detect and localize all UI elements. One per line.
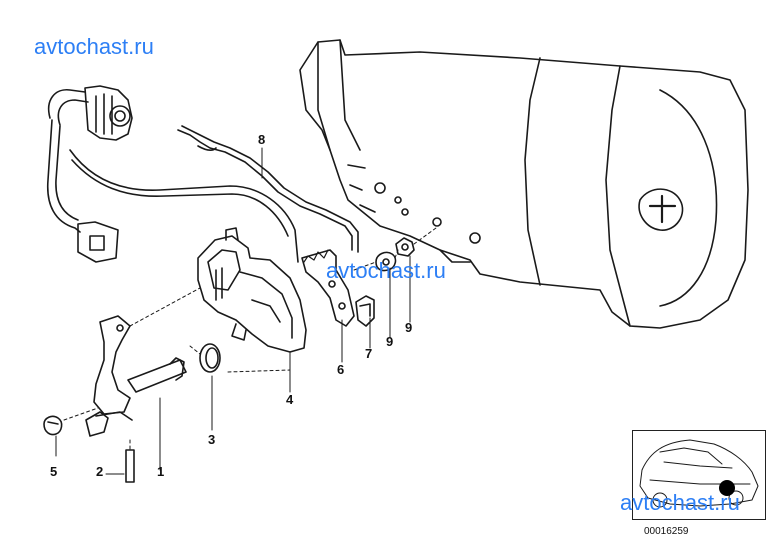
transmission-housing [299, 39, 749, 329]
part-label-3: 3 [208, 432, 216, 447]
watermark: avtochast.ru [34, 34, 154, 59]
wiring-harness [46, 85, 299, 263]
part-label-9: 9 [386, 334, 394, 349]
watermark: avtochast.ru [620, 490, 740, 515]
part-label-9: 9 [405, 320, 413, 335]
component-location-marker [719, 480, 735, 496]
selector-shaft-and-lever [43, 315, 187, 483]
part-label-5: 5 [50, 464, 58, 479]
seal-ring-3 [199, 343, 221, 373]
part-label-7: 7 [365, 346, 373, 361]
part-label-2: 2 [96, 464, 104, 479]
plate-6 [301, 249, 355, 327]
vehicle-locator-inset [632, 430, 766, 520]
switch-4 [197, 227, 307, 353]
fasteners [355, 237, 415, 327]
watermark: avtochast.ru [326, 258, 446, 283]
part-label-6: 6 [337, 362, 345, 377]
part-label-1: 1 [157, 464, 165, 479]
part-label-8: 8 [258, 132, 266, 147]
leader-lines [55, 147, 437, 475]
part-label-4: 4 [286, 392, 294, 407]
cable-8 [177, 125, 359, 253]
diagram-reference-code: 00016259 [644, 526, 689, 537]
